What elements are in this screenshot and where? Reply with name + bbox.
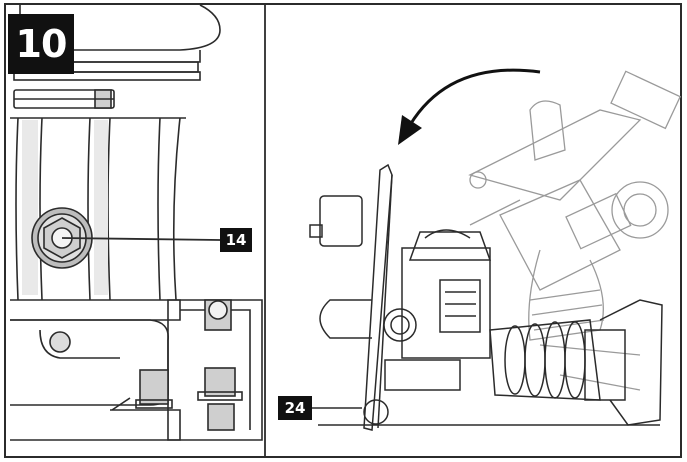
- callout-label: 14: [220, 228, 252, 252]
- machine-laid-down: [309, 163, 663, 431]
- housing-closeup: [10, 4, 266, 456]
- diagram-frame: [4, 3, 682, 458]
- step-number: 10: [8, 14, 74, 74]
- rotate-arrow-icon: [398, 68, 541, 145]
- machine-ghost: [468, 70, 682, 391]
- callout-label: 24: [278, 396, 312, 420]
